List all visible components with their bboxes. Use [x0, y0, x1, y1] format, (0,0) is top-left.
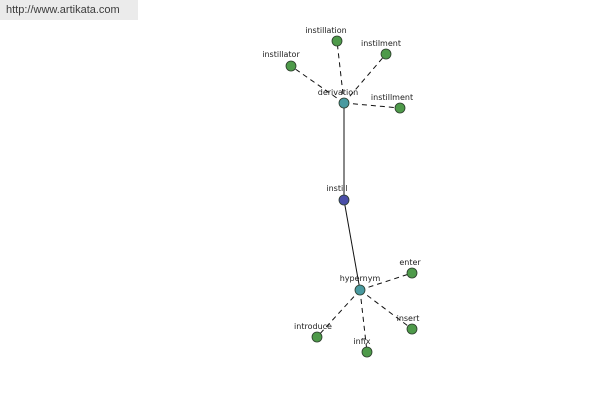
- node-label-insert: insert: [397, 314, 420, 323]
- node-label-hypernym: hypernym: [340, 274, 381, 283]
- edge-derivation-instillation: [336, 40, 345, 104]
- node-label-enter: enter: [399, 258, 421, 267]
- edge-derivation-instillator: [290, 65, 345, 104]
- edge-derivation-instilment: [343, 53, 387, 104]
- node-label-instillation: instillation: [305, 26, 347, 35]
- node-infix[interactable]: [361, 346, 373, 358]
- edges-layer: [290, 40, 413, 353]
- node-label-instilment: instilment: [361, 39, 401, 48]
- node-instill[interactable]: [338, 194, 350, 206]
- node-label-instillment: instillment: [371, 93, 413, 102]
- labels-layer: instill derivation hypernym instillation ins…: [262, 26, 421, 346]
- node-enter[interactable]: [406, 267, 418, 279]
- node-label-introduce: introduce: [294, 322, 332, 331]
- node-label-instill: instill: [326, 184, 347, 193]
- node-label-infix: infix: [353, 337, 370, 346]
- node-derivation[interactable]: [338, 97, 350, 109]
- node-introduce[interactable]: [311, 331, 323, 343]
- edge-derivation-instillment: [343, 102, 401, 109]
- node-insert[interactable]: [406, 323, 418, 335]
- edge-hypernym-infix: [359, 289, 368, 353]
- edge-hypernym-introduce: [316, 289, 361, 338]
- node-instillator[interactable]: [285, 60, 297, 72]
- edge-instill-hypernym: [343, 199, 361, 291]
- nodes-layer: [285, 35, 418, 358]
- site-url-watermark: http://www.artikata.com: [0, 0, 138, 20]
- node-instillation[interactable]: [331, 35, 343, 47]
- node-label-instillator: instillator: [262, 50, 300, 59]
- node-instillment[interactable]: [394, 102, 406, 114]
- node-hypernym[interactable]: [354, 284, 366, 296]
- node-instilment[interactable]: [380, 48, 392, 60]
- node-label-derivation: derivation: [318, 88, 358, 97]
- edge-hypernym-enter: [359, 272, 413, 291]
- edge-hypernym-insert: [359, 289, 413, 330]
